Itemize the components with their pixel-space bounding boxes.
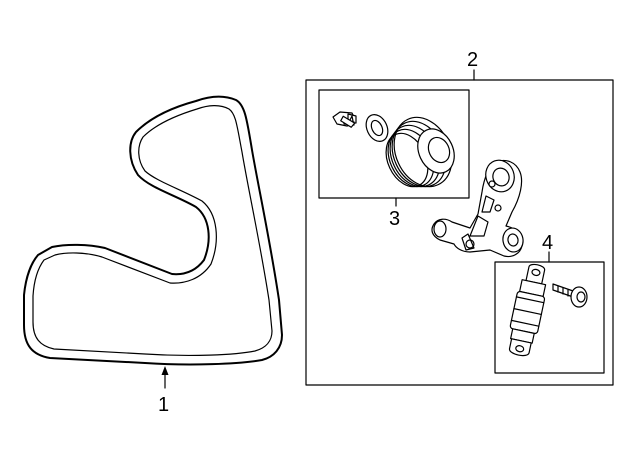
pulley-washer[interactable]: [362, 111, 392, 145]
damper-frame: [494, 261, 605, 374]
callout-2-label: 2: [467, 49, 478, 71]
callout-4-label: 4: [542, 232, 553, 254]
pulley-bolt[interactable]: [332, 111, 357, 128]
grooved-idler-pulley[interactable]: [378, 108, 463, 196]
tensioner-arm[interactable]: [431, 156, 525, 258]
tensioner-damper[interactable]: [505, 262, 552, 358]
callout-1-label: 1: [158, 394, 169, 416]
tensioner-assembly-frame: [305, 79, 614, 386]
serpentine-belt[interactable]: [23, 95, 283, 366]
callout-1-leader: [161, 366, 169, 389]
idler-pulley-frame: [318, 89, 470, 199]
callout-3-label: 3: [389, 208, 400, 230]
damper-bolt[interactable]: [552, 283, 588, 308]
